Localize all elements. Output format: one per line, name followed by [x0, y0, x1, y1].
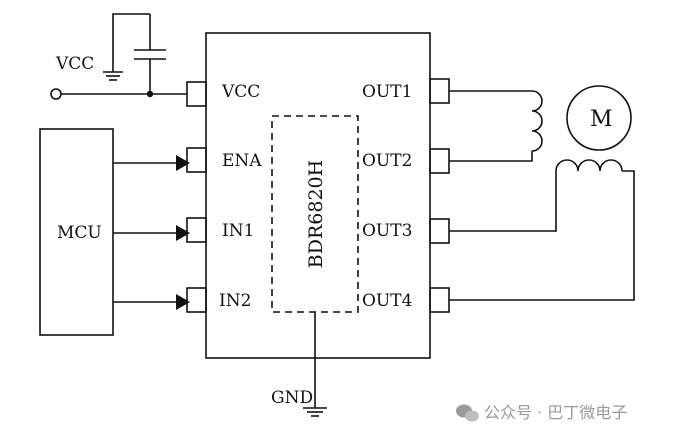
chip-body: [205, 32, 431, 359]
cap-ground-wire: [112, 13, 150, 72]
pin-box-out4: [429, 287, 450, 313]
out2-wire: [449, 151, 533, 162]
pin-label-out2: OUT2: [362, 151, 412, 171]
pin-box-ena: [186, 147, 207, 173]
pin-label-out1: OUT1: [362, 82, 412, 102]
pin-box-out2: [429, 148, 450, 174]
chip-name-label: BDR6820H: [305, 160, 327, 268]
vcc-terminal: [50, 88, 62, 100]
pin-box-vcc: [186, 81, 207, 107]
pin-box-out3: [429, 218, 450, 244]
in1-arrowhead: [176, 225, 190, 241]
watermark-text: 公众号 · 巴丁微电子: [484, 403, 627, 422]
pin-label-in2: IN2: [219, 291, 251, 311]
motor-symbol: [566, 85, 632, 151]
out4-wire: [449, 170, 635, 301]
pin-label-ena: ENA: [222, 151, 262, 171]
pin-box-in2: [186, 287, 207, 313]
pin-label-in1: IN1: [222, 221, 254, 241]
pin-box-in1: [186, 217, 207, 243]
mcu-label: MCU: [57, 223, 102, 243]
wechat-icon: [456, 404, 479, 422]
out3-wire: [449, 171, 557, 232]
pin-label-vcc: VCC: [221, 82, 260, 102]
vcc-junction-dot: [146, 90, 154, 98]
motor-label: M: [590, 107, 613, 132]
watermark: 公众号 · 巴丁微电子: [456, 403, 627, 422]
gnd-label: GND: [271, 388, 313, 408]
motor-coil-b: [555, 159, 623, 172]
pin-box-out1: [429, 78, 450, 104]
pin-label-out4: OUT4: [362, 291, 412, 311]
mcu-box: [39, 128, 114, 336]
pin-label-out3: OUT3: [362, 221, 412, 241]
motor-coil-a: [531, 90, 543, 152]
ena-arrowhead: [176, 155, 190, 171]
vcc-supply-label: VCC: [55, 54, 94, 74]
in2-arrowhead: [176, 294, 190, 310]
